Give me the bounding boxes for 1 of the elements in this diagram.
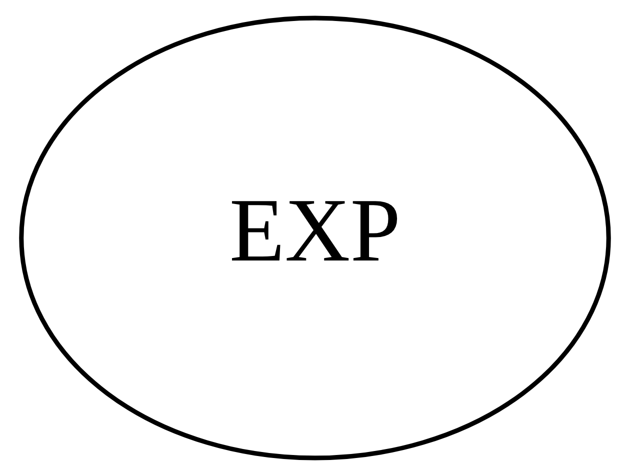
node-ellipse: EXP bbox=[18, 15, 610, 460]
